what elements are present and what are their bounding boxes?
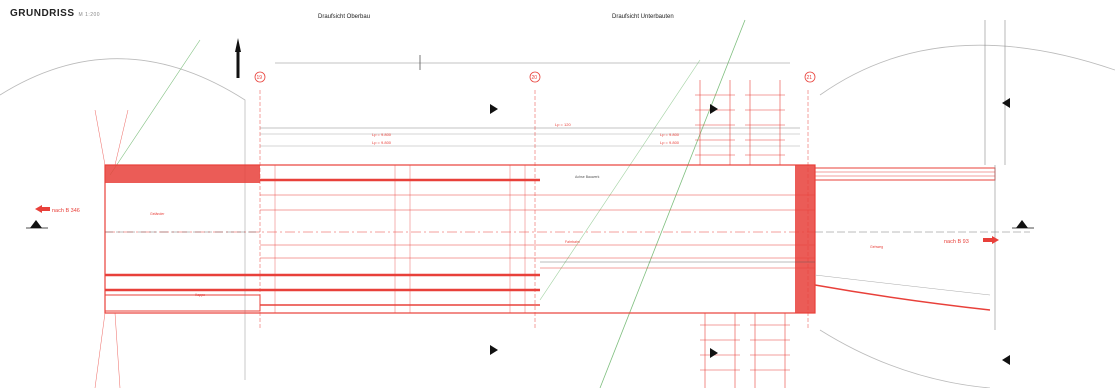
section-label-lower: Draufsicht Unterbauten [612,14,674,20]
track-hatching-top [695,80,785,165]
left-wing-wall [105,165,260,183]
axis-marker-19: 19 [254,71,266,83]
svg-text:Lp = 9.800: Lp = 9.800 [372,132,392,137]
svg-text:Lp = 9.800: Lp = 9.800 [660,140,680,145]
right-abutment [795,165,815,313]
svg-text:21: 21 [807,75,813,81]
svg-text:19: 19 [257,75,263,81]
direction-label-left: nach B 346 [52,208,80,214]
left-abutment-arc [0,58,246,380]
svg-text:Gehweg: Gehweg [870,245,883,249]
direction-arrow-left-icon [35,205,50,213]
right-abutment-arc [819,44,1115,96]
svg-text:Kappe: Kappe [195,293,205,297]
svg-text:Lp = 120: Lp = 120 [555,122,571,127]
direction-arrow-right-icon [983,236,999,244]
direction-label-right: nach B 93 [944,239,969,245]
section-marker-icon [26,98,1034,365]
svg-text:20: 20 [532,75,538,81]
svg-text:Lp = 9.800: Lp = 9.800 [660,132,680,137]
drawing-title-text: GRUNDRISS [10,8,75,19]
longitudinal-lines [105,194,815,269]
svg-text:Lp = 9.800: Lp = 9.800 [372,140,392,145]
north-arrow-icon [235,38,241,78]
section-label-upper: Draufsicht Oberbau [318,14,371,20]
svg-text:Achse Bauwerk: Achse Bauwerk [575,175,600,179]
axis-marker-20: 20 [529,71,541,83]
svg-text:Fahrbahn: Fahrbahn [565,240,580,244]
track-hatching-bottom [700,313,790,388]
svg-text:Geländer: Geländer [150,212,165,216]
green-guide-line [599,19,746,388]
scale-label: M 1:200 [78,12,101,18]
axis-marker-21: 21 [804,71,816,83]
